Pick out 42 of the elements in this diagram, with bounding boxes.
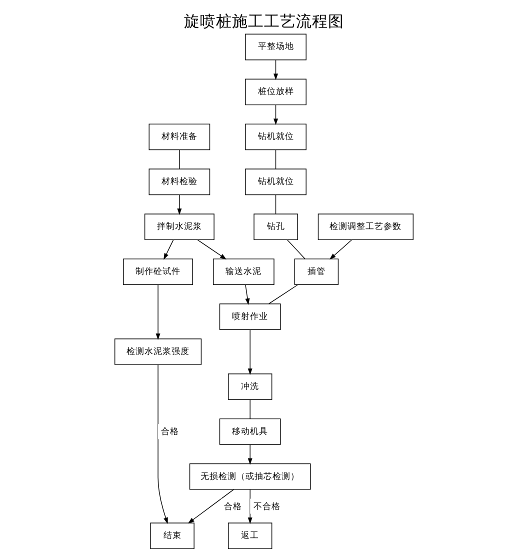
arrow bbox=[273, 60, 278, 80]
node-box: 输送水泥 bbox=[212, 258, 274, 285]
node-box: 拌制水泥浆 bbox=[144, 214, 214, 240]
connector bbox=[178, 150, 180, 170]
node-box: 返工 bbox=[227, 522, 272, 550]
edge-label: 合格 bbox=[224, 502, 242, 512]
arrow bbox=[273, 104, 278, 126]
arrow bbox=[176, 194, 182, 215]
node-box: 结束 bbox=[150, 522, 194, 550]
node-box: 桩位放样 bbox=[244, 78, 306, 106]
arrow bbox=[187, 489, 234, 524]
diagram-title: 旋喷桩施工工艺流程图 bbox=[184, 12, 344, 31]
node-box: 材料准备 bbox=[148, 124, 210, 150]
edge-label: 合格 bbox=[160, 427, 179, 438]
connector bbox=[286, 240, 305, 260]
arrow bbox=[244, 284, 250, 305]
node-box: 无损检测（或抽芯检测） bbox=[188, 463, 310, 490]
arrow bbox=[155, 284, 160, 340]
arrow bbox=[163, 240, 174, 260]
arrow bbox=[157, 364, 168, 524]
node-box: 插管 bbox=[294, 258, 338, 285]
node-box: 钻孔 bbox=[253, 214, 298, 240]
node-box: 钻机就位 bbox=[244, 124, 306, 150]
node-box: 钻机就位 bbox=[244, 168, 306, 196]
edge-label: 不合格 bbox=[252, 502, 280, 512]
node-box: 喷射作业 bbox=[218, 304, 280, 330]
node-box: 制作砼试件 bbox=[122, 258, 192, 285]
arrow bbox=[247, 329, 252, 375]
node-box: 材料检验 bbox=[148, 168, 210, 196]
arrow bbox=[328, 240, 352, 260]
connector bbox=[274, 194, 276, 214]
node-box: 冲洗 bbox=[227, 373, 272, 400]
arrow bbox=[247, 489, 252, 524]
node-box: 检测水泥浆强度 bbox=[114, 338, 202, 365]
connector bbox=[274, 150, 276, 170]
node-box: 移动机具 bbox=[218, 418, 280, 445]
node-box: 平整场地 bbox=[244, 34, 306, 60]
connector bbox=[268, 284, 298, 304]
connector bbox=[249, 399, 250, 420]
node-box: 检测调整工艺参数 bbox=[317, 214, 413, 240]
arrow bbox=[247, 444, 252, 465]
arrow bbox=[196, 240, 226, 260]
